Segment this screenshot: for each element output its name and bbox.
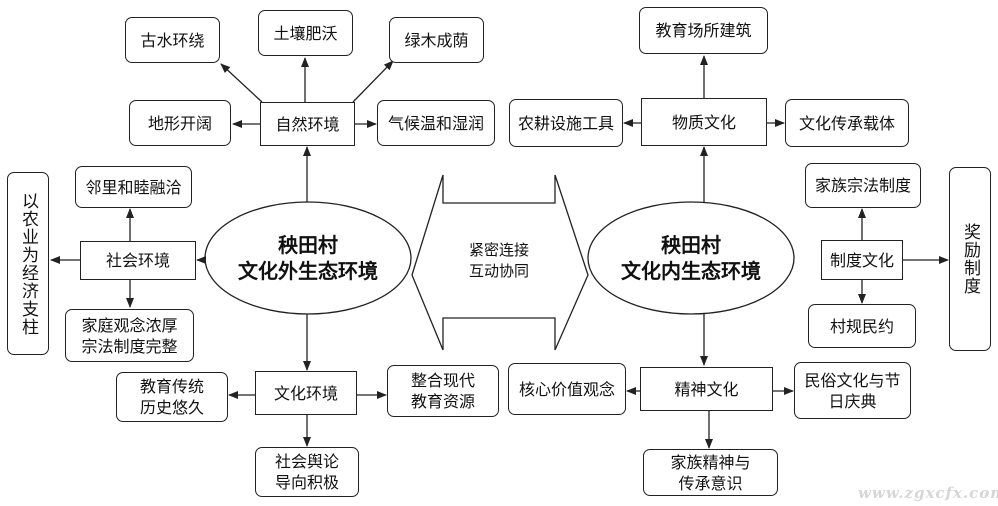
institution-culture-node: 制度文化 [821,240,903,280]
natural-environment-node: 自然环境 [260,102,355,146]
node-nongye-jingji: 以农业为经济支柱 [7,172,49,355]
node-zhenghe-xiandai: 整合现代 教育资源 [387,365,499,417]
node-jiazu-jingshen: 家族精神与 传承意识 [643,449,778,496]
node-jiating-guannian: 家庭观念浓厚 宗法制度完整 [65,309,194,362]
watermark: www.zgxcfx.com [858,484,998,502]
node-minsu-wenhua: 民俗文化与节 日庆典 [794,362,911,419]
node-qihou-wenhe: 气候温和湿润 [377,100,495,146]
cultural-environment-node: 文化环境 [255,371,357,415]
spiritual-culture-node: 精神文化 [640,367,773,411]
node-jiangli-zhidu: 奖励制度 [949,167,991,351]
left-center-label: 秧田村 文化外生态环境 [238,233,378,283]
node-jiaoyu-changsuo: 教育场所建筑 [639,7,768,54]
social-environment-node: 社会环境 [80,241,196,280]
node-wenhua-zaiti: 文化传承载体 [785,99,909,147]
central-double-arrow [411,174,589,351]
node-cungui-minyue: 村规民约 [808,304,916,348]
node-gushui-huanrao: 古水环绕 [125,17,220,63]
node-lvmu-chengyin: 绿木成荫 [389,17,484,63]
node-nonggeng-sheshi: 农耕设施工具 [509,99,623,147]
node-shehui-yulun: 社会舆论 导向积极 [255,447,359,497]
node-turang-feiwo: 土壤肥沃 [258,10,353,56]
right-center-label: 秧田村 文化内生态环境 [621,233,761,283]
link-label: 紧密连接 互动协同 [468,241,529,280]
material-culture-node: 物质文化 [641,98,767,146]
node-jiaoyu-chuantong: 教育传统 历史悠久 [116,372,228,422]
link-natural-to-gushui [220,63,263,103]
node-dixing-kaikuo: 地形开阔 [129,100,231,146]
link-natural-to-lvmu [352,60,394,103]
right-center-ellipse [587,201,795,315]
node-hexin-jiazhi: 核心价值观念 [508,363,626,415]
node-linli-hemu: 邻里和睦融洽 [75,166,192,208]
node-jiazu-zongfa: 家族宗法制度 [805,163,921,208]
